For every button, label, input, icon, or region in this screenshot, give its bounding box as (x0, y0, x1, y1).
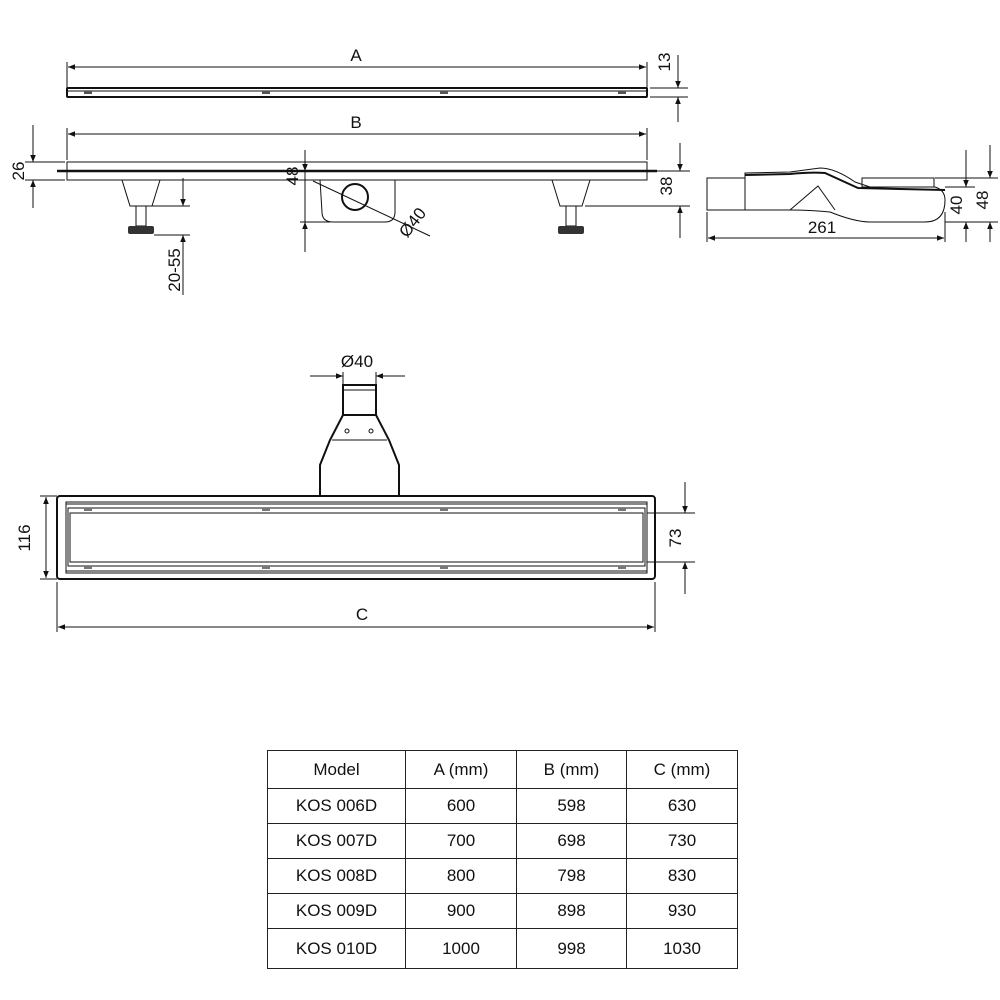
dimension-116-label: 116 (15, 524, 34, 551)
cell-model: KOS 009D (267, 893, 406, 929)
dimension-261-label: 261 (808, 218, 836, 237)
cell-b: 798 (516, 858, 627, 894)
header-a: A (mm) (405, 750, 517, 789)
cell-a: 1000 (405, 928, 517, 969)
cell-c: 630 (626, 788, 738, 824)
cell-a: 900 (405, 893, 517, 929)
cell-a: 600 (405, 788, 517, 824)
cell-b: 898 (516, 893, 627, 929)
dimension-73-label: 73 (666, 529, 685, 548)
dimension-48-label: 48 (283, 167, 302, 186)
cell-a: 800 (405, 858, 517, 894)
dimension-a-label: A (350, 46, 362, 65)
cell-model: KOS 006D (267, 788, 406, 824)
table-header-row: Model A (mm) B (mm) C (mm) (267, 750, 738, 789)
cell-c: 730 (626, 823, 738, 859)
header-c: C (mm) (626, 750, 738, 789)
dimension-foot-range-label: 20-55 (165, 248, 184, 291)
dimension-13-label: 13 (655, 53, 674, 72)
cell-c: 1030 (626, 928, 738, 969)
dimension-plan-outlet-diameter: Ø40 (341, 352, 373, 371)
dimension-outlet-diameter: Ø40 (395, 204, 430, 241)
header-model: Model (267, 750, 406, 789)
cell-model: KOS 008D (267, 858, 406, 894)
cell-b: 998 (516, 928, 627, 969)
cell-b: 698 (516, 823, 627, 859)
technical-drawing: A 13 B Ø40 26 4 (9, 46, 998, 632)
dimension-48-side-label: 48 (973, 191, 992, 210)
cell-c: 930 (626, 893, 738, 929)
cell-model: KOS 010D (267, 928, 406, 969)
top-view-grate: A 13 (66, 46, 688, 122)
front-view-channel: B Ø40 26 48 20-55 38 (9, 113, 690, 295)
plan-view: Ø40 116 73 C (15, 352, 695, 632)
side-view-outlet: 261 40 48 (706, 145, 998, 242)
dimension-c-label: C (356, 605, 368, 624)
dimension-38-label: 38 (657, 177, 676, 196)
dimension-26-label: 26 (9, 162, 28, 181)
cell-b: 598 (516, 788, 627, 824)
cell-model: KOS 007D (267, 823, 406, 859)
cell-a: 700 (405, 823, 517, 859)
header-b: B (mm) (516, 750, 627, 789)
cell-c: 830 (626, 858, 738, 894)
dimension-40-label: 40 (947, 196, 966, 215)
dimension-b-label: B (350, 113, 361, 132)
